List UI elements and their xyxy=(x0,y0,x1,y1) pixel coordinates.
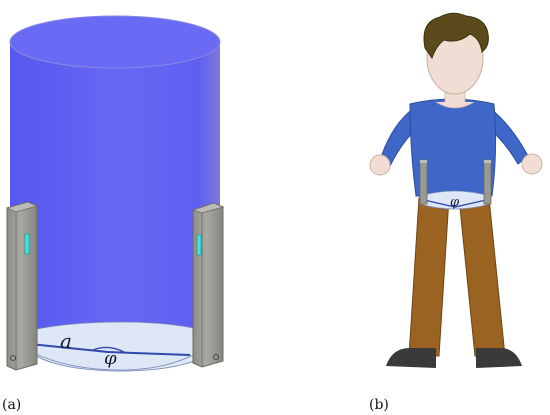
left-hand xyxy=(369,154,391,176)
panel-b: φ (b) xyxy=(369,12,543,413)
left-pillar-bolt xyxy=(10,355,16,361)
left-pillar xyxy=(5,201,39,371)
right-shoe xyxy=(476,348,522,368)
radius-lines xyxy=(29,343,191,356)
hair xyxy=(423,12,489,60)
right-hand xyxy=(521,153,543,175)
waist-right-pillar xyxy=(483,159,492,205)
cylinder-top xyxy=(9,15,221,69)
left-leg xyxy=(408,197,450,357)
left-shoe xyxy=(386,348,436,368)
radius-symbol: a xyxy=(60,329,72,353)
waist-left-pillar xyxy=(419,159,428,205)
caption-b: (b) xyxy=(369,397,389,413)
waist-disc-lines xyxy=(423,199,487,208)
waist-angle-symbol: φ xyxy=(450,195,460,210)
right-pillar-bolt xyxy=(213,354,219,360)
panel-a: a φ (a) xyxy=(2,15,225,413)
right-sensor xyxy=(196,234,202,256)
bubble-cylinder xyxy=(10,42,220,341)
right-pillar xyxy=(191,202,225,368)
angle-arc xyxy=(92,346,125,353)
right-leg xyxy=(458,197,506,357)
caption-a: (a) xyxy=(2,397,21,413)
angle-symbol: φ xyxy=(104,348,117,369)
left-sensor xyxy=(24,233,30,255)
